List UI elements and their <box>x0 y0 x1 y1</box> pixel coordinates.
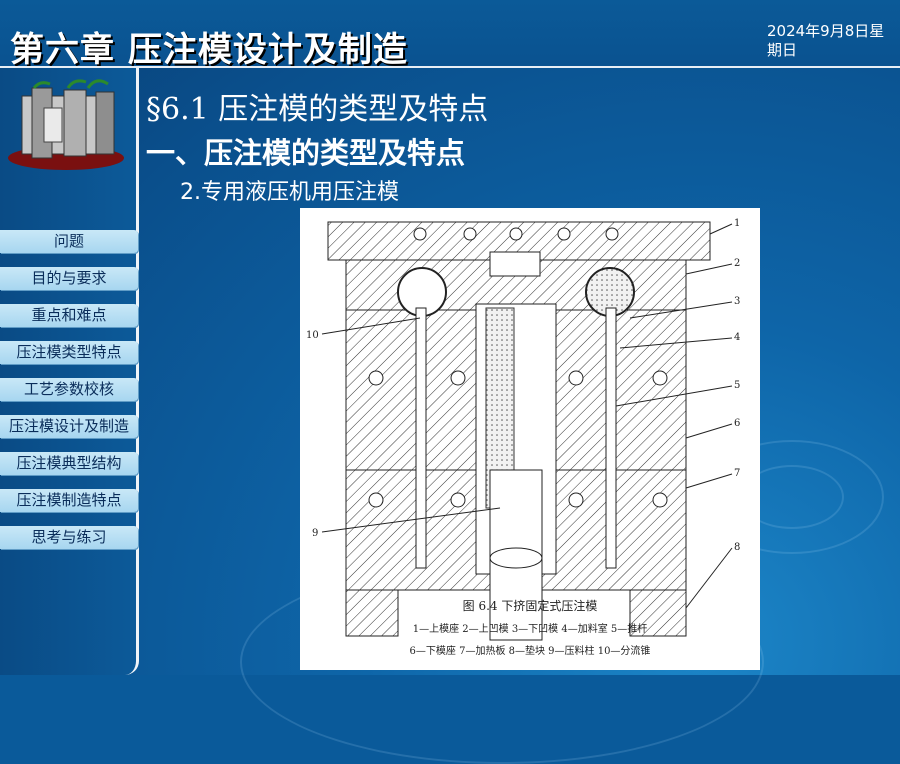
spacer-left <box>345 589 399 637</box>
callout-2: 2 <box>734 258 740 269</box>
ejector-pin-right <box>605 307 617 569</box>
header-bar <box>0 0 900 66</box>
callout-5: 5 <box>734 380 740 391</box>
date-label: 2024年9月8日星期日 <box>767 22 885 59</box>
section-title: §6.1 压注模的类型及特点 <box>146 92 489 127</box>
callout-1: 1 <box>734 218 740 229</box>
callout-8: 8 <box>734 542 740 553</box>
sidebar-nav: 问题 目的与要求 重点和难点 压注模类型特点 工艺参数校核 压注模设计及制造 压… <box>0 230 138 563</box>
callout-10: 10 <box>306 330 319 341</box>
mold-machine-icon <box>8 79 124 170</box>
callout-3: 3 <box>734 296 740 307</box>
callout-6: 6 <box>734 418 740 429</box>
mold-figure: 1 2 3 4 5 6 7 8 9 10 图 6.4 下挤固定式压注模 1—上模… <box>300 208 760 670</box>
callout-7: 7 <box>734 468 740 479</box>
header-divider <box>0 66 900 68</box>
page-title: 第六章 压注模设计及制造 <box>10 30 408 70</box>
figure-legend-line1: 1—上模座 2—上凹模 3—下凹模 4—加料室 5—推杆 <box>413 622 648 635</box>
sidebar-item-mold-types[interactable]: 压注模类型特点 <box>0 341 138 364</box>
callout-9: 9 <box>312 528 318 539</box>
subheading: 一、压注模的类型及特点 <box>146 136 466 170</box>
sidebar-item-objectives[interactable]: 目的与要求 <box>0 267 138 290</box>
sidebar-item-manufacture-features[interactable]: 压注模制造特点 <box>0 489 138 512</box>
plunger-end <box>489 547 543 569</box>
figure-legend-line2: 6—下模座 7—加热板 8—垫块 9—压料柱 10—分流锥 <box>410 644 651 657</box>
sprue-insert <box>489 251 541 277</box>
sidebar-item-questions[interactable]: 问题 <box>0 230 138 253</box>
sidebar-item-exercises[interactable]: 思考与练习 <box>0 526 138 549</box>
sidebar-item-process-params[interactable]: 工艺参数校核 <box>0 378 138 401</box>
sidebar-item-typical-structure[interactable]: 压注模典型结构 <box>0 452 138 475</box>
sidebar-item-design-manufacture[interactable]: 压注模设计及制造 <box>0 415 138 438</box>
ejector-pin-left <box>415 307 427 569</box>
figure-caption: 图 6.4 下挤固定式压注模 <box>463 598 598 613</box>
sidebar-item-key-points[interactable]: 重点和难点 <box>0 304 138 327</box>
callout-4: 4 <box>734 332 740 343</box>
subsubheading: 2.专用液压机用压注模 <box>180 180 399 205</box>
spacer-right <box>629 589 687 637</box>
